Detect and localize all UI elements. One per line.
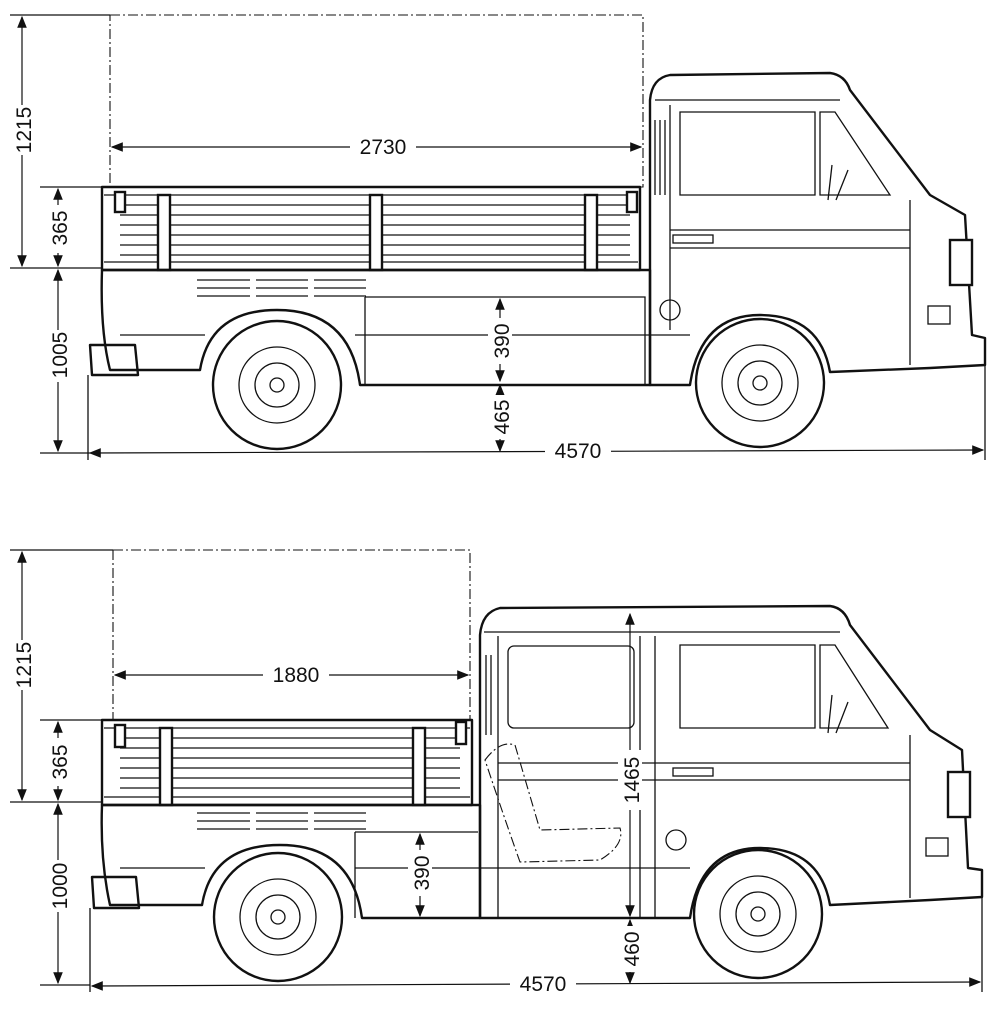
load-envelope-outline bbox=[109, 14, 644, 188]
double-ground-clearance-label: 460 bbox=[621, 931, 644, 966]
lower-body bbox=[88, 268, 690, 387]
double-bed-side-height-label: 365 bbox=[49, 744, 72, 779]
double-body-side-height-label: 390 bbox=[411, 855, 434, 890]
cargo-bed bbox=[100, 185, 642, 272]
single-body-height-label: 1005 bbox=[49, 332, 72, 379]
double-cab-truck bbox=[90, 549, 984, 983]
single-cab-dimensions: 1215 365 1005 2730 390 465 4570 bbox=[10, 14, 986, 464]
double-overall-height-label: 1215 bbox=[13, 642, 36, 689]
load-envelope-outline bbox=[112, 549, 471, 721]
double-bed-length-label: 1880 bbox=[273, 664, 320, 687]
rear-wheel bbox=[211, 319, 343, 451]
cargo-bed bbox=[100, 718, 474, 807]
double-interior-height-label: 1465 bbox=[621, 757, 644, 804]
single-body-side-height-label: 390 bbox=[491, 323, 514, 358]
cab bbox=[648, 71, 987, 387]
single-overall-height-label: 1215 bbox=[13, 107, 36, 154]
lower-body bbox=[90, 803, 690, 920]
double-cab-dimensions: 1215 365 1000 1880 390 1465 460 4570 bbox=[10, 549, 983, 996]
double-body-height-label: 1000 bbox=[49, 863, 72, 910]
rear-wheel bbox=[212, 851, 344, 983]
single-overall-length-label: 4570 bbox=[555, 440, 602, 463]
front-wheel bbox=[692, 848, 824, 980]
cab bbox=[478, 604, 984, 920]
front-wheel bbox=[694, 317, 826, 449]
single-bed-side-height-label: 365 bbox=[49, 210, 72, 245]
single-ground-clearance-label: 465 bbox=[491, 399, 514, 434]
single-cab-truck bbox=[88, 14, 987, 451]
single-bed-length-label: 2730 bbox=[360, 136, 407, 159]
double-overall-length-label: 4570 bbox=[520, 973, 567, 996]
